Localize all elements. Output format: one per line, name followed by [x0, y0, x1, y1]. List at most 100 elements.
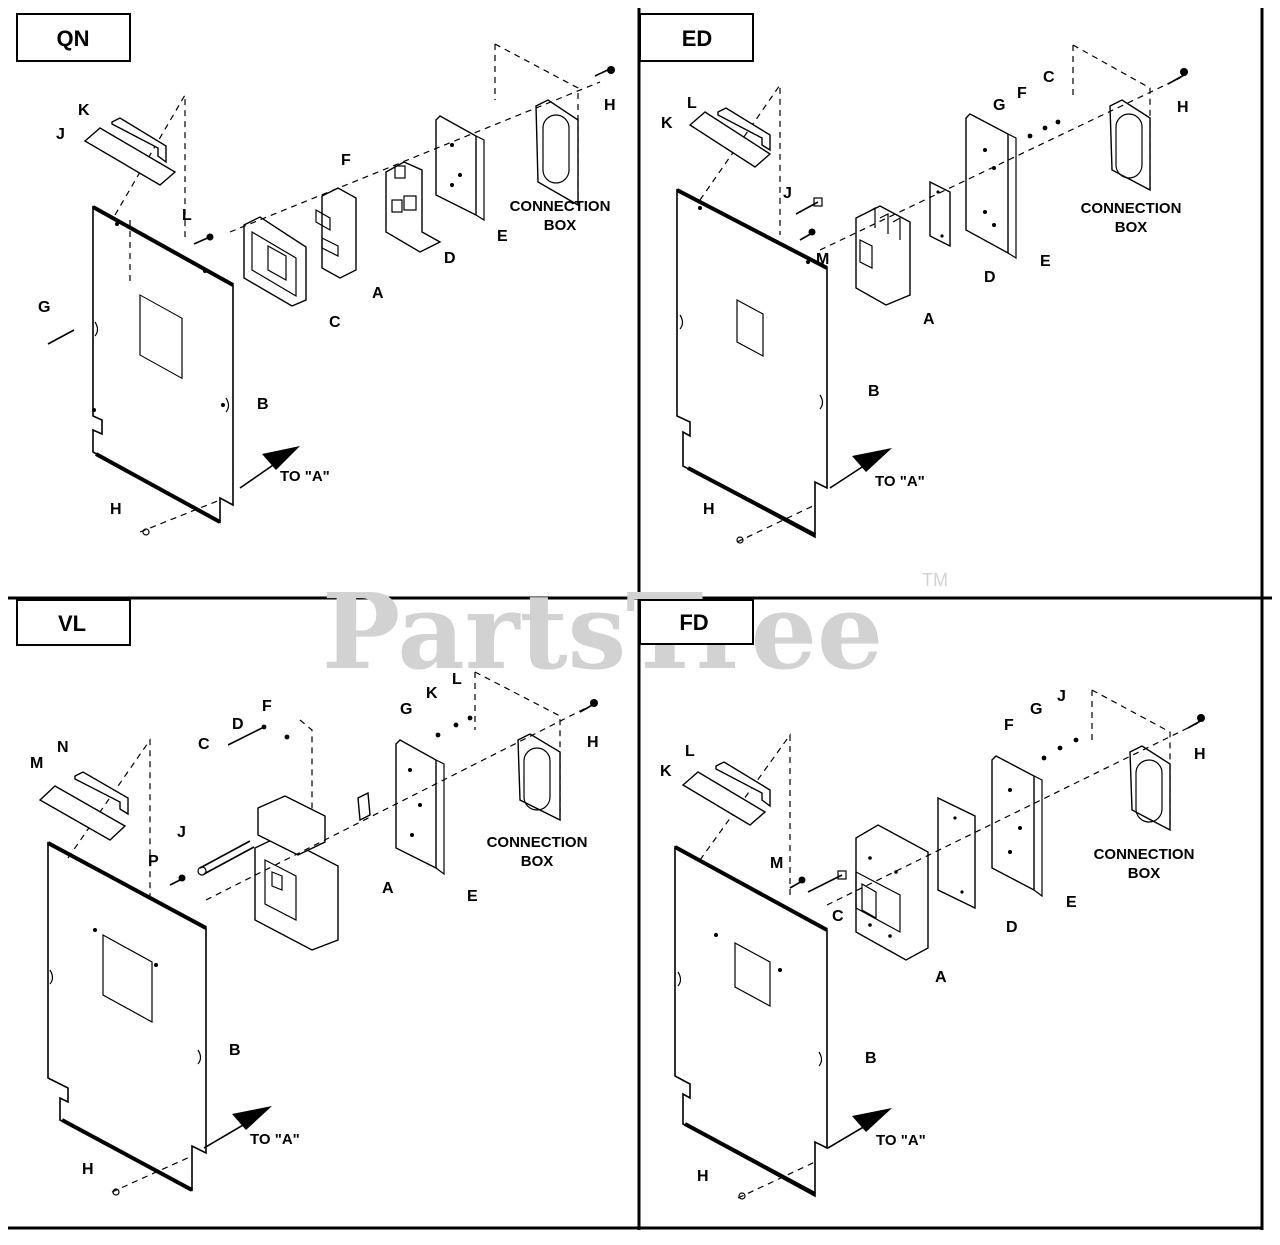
front-panel	[47, 841, 207, 1192]
callout: D	[232, 716, 244, 733]
callout: G	[400, 701, 412, 718]
callout: F	[262, 698, 272, 715]
callout: K	[426, 685, 438, 702]
cover-d	[929, 180, 951, 248]
callout: H	[1194, 746, 1206, 763]
callout: H	[703, 501, 715, 518]
panel-tag-box	[16, 13, 131, 62]
callout: H	[604, 97, 616, 114]
panel-tag: FD	[679, 610, 708, 635]
mounting-plate-e	[395, 739, 445, 876]
watermark-text: PartsTree	[322, 570, 883, 693]
arrow-note: TO "A"	[875, 473, 925, 490]
callout: E	[1066, 894, 1077, 911]
callout: G	[1030, 701, 1042, 718]
connection-box	[1072, 44, 1151, 192]
panel-tag: ED	[682, 26, 713, 51]
connection-box-label-line1: CONNECTION	[510, 198, 611, 215]
breaker-a	[254, 791, 371, 951]
callout: B	[865, 1050, 877, 1067]
callout: A	[382, 880, 394, 897]
panel-ed: ED	[639, 13, 1189, 544]
panel-tag: QN	[57, 26, 90, 51]
mounting-plate-e	[965, 113, 1017, 260]
panel-qn: QN	[16, 13, 616, 536]
callout: D	[984, 269, 996, 286]
front-panel	[676, 188, 828, 539]
panel-tag: VL	[58, 611, 86, 636]
connection-box-label-line1: CONNECTION	[1094, 846, 1195, 863]
panel-tag-box	[639, 13, 754, 62]
callout: H	[697, 1168, 709, 1185]
connection-box-label-line1: CONNECTION	[487, 834, 588, 851]
connection-box	[1091, 689, 1171, 832]
connection-box-label-line2: BOX	[521, 853, 554, 870]
callout: L	[687, 95, 697, 112]
callout: J	[1057, 688, 1066, 705]
callout: B	[257, 396, 269, 413]
callout: H	[82, 1161, 94, 1178]
mounting-plate-e	[435, 115, 485, 222]
callout: F	[1017, 85, 1027, 102]
panel-tag-box	[16, 599, 131, 646]
callout: G	[993, 97, 1005, 114]
callout: H	[1177, 99, 1189, 116]
callout: L	[182, 207, 192, 224]
callout: C	[329, 314, 341, 331]
callout: K	[78, 102, 90, 119]
mounting-plate-e	[991, 755, 1043, 898]
callout: A	[935, 969, 947, 986]
cover-d	[937, 796, 976, 910]
callout: K	[661, 115, 673, 132]
connection-box-label-line1: CONNECTION	[1081, 200, 1182, 217]
connection-box	[474, 671, 561, 822]
panel-fd: FD	[639, 599, 1206, 1200]
callout: L	[452, 671, 462, 688]
bezel-c	[243, 216, 307, 307]
callout: D	[1006, 919, 1018, 936]
callout: J	[177, 824, 186, 841]
callout: N	[57, 739, 69, 756]
arrow-note: TO "A"	[250, 1131, 300, 1148]
callout: E	[1040, 253, 1051, 270]
cover-bracket	[38, 771, 129, 841]
callout: E	[497, 228, 508, 245]
callout: J	[783, 185, 792, 202]
panel-vl: VL	[16, 599, 599, 1196]
callout: C	[198, 736, 210, 753]
cover-bracket	[681, 761, 771, 826]
cover-bracket	[688, 107, 772, 168]
callout: F	[1004, 717, 1014, 734]
callout: A	[372, 285, 384, 302]
callout: P	[148, 853, 159, 870]
callout: C	[1043, 69, 1055, 86]
callout: M	[770, 855, 783, 872]
callout: M	[816, 251, 829, 268]
arrow-note: TO "A"	[876, 1132, 926, 1149]
connection-box-label-line2: BOX	[1115, 219, 1148, 236]
cover-bracket	[83, 117, 177, 186]
callout: F	[341, 152, 351, 169]
callout: J	[56, 126, 65, 143]
connection-box-label-line2: BOX	[1128, 865, 1161, 882]
callout: B	[868, 383, 880, 400]
callout: L	[685, 743, 695, 760]
callout: G	[38, 299, 50, 316]
callout: B	[229, 1042, 241, 1059]
callout: D	[444, 250, 456, 267]
breaker-a	[855, 824, 929, 961]
front-panel	[92, 205, 234, 524]
callout: A	[923, 311, 935, 328]
lug-block-d	[385, 161, 442, 253]
callout: E	[467, 888, 478, 905]
callout: M	[30, 755, 43, 772]
callout: H	[110, 501, 122, 518]
callout: C	[832, 908, 844, 925]
connection-box-label-line2: BOX	[544, 217, 577, 234]
front-panel	[674, 845, 828, 1198]
panel-tag-box	[639, 599, 754, 645]
arrow-note: TO "A"	[280, 468, 330, 485]
watermark-trademark: TM	[922, 570, 948, 590]
breaker-a	[315, 187, 357, 279]
